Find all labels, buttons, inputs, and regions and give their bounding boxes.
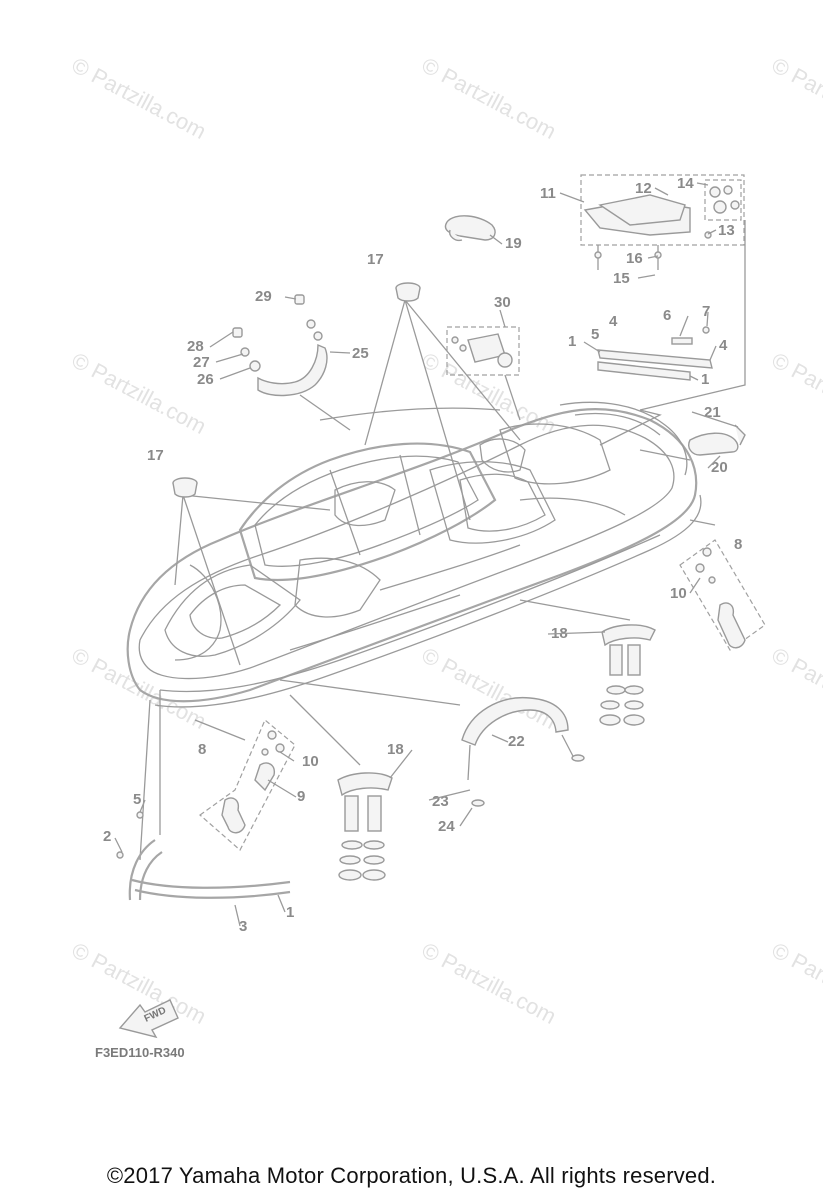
tow-handle: [461, 696, 585, 807]
bracket-assembly: [580, 174, 745, 270]
callout-1-rail: 1: [568, 333, 576, 350]
callout-12: 12: [635, 180, 652, 197]
callout-28: 28: [187, 338, 204, 355]
cleat-left: [337, 772, 393, 881]
callout-22: 22: [508, 733, 525, 750]
boat-hull: [126, 401, 702, 708]
switch-bracket: [446, 326, 520, 376]
callout-2: 2: [103, 828, 111, 845]
watermark: © Partzilla.com: [768, 642, 823, 734]
callout-9: 9: [297, 788, 305, 805]
leader-lines: [139, 220, 746, 861]
callout-20: 20: [711, 459, 728, 476]
callout-29: 29: [255, 288, 272, 305]
callout-25: 25: [352, 345, 369, 362]
fastener-group-left: [199, 719, 296, 851]
callout-30: 30: [494, 294, 511, 311]
callout-ticks: [114, 182, 739, 927]
callout-10-right: 10: [670, 585, 687, 602]
callout-14: 14: [677, 175, 694, 192]
callout-27: 27: [193, 354, 210, 371]
watermark: © Partzilla.com: [68, 347, 211, 439]
rail-parts: [597, 326, 713, 381]
callout-1-lower: 1: [286, 904, 294, 921]
callout-26: 26: [197, 371, 214, 388]
mirror-part: [444, 215, 496, 242]
callout-5-lower: 5: [133, 791, 141, 808]
callout-18-left: 18: [387, 741, 404, 758]
watermark: © Partzilla.com: [418, 937, 561, 1029]
copyright-notice: ©2017 Yamaha Motor Corporation, U.S.A. A…: [106, 1163, 717, 1188]
callout-7: 7: [702, 303, 710, 320]
watermark: © Partzilla.com: [768, 937, 823, 1029]
callout-17-upper: 17: [367, 251, 384, 268]
callout-11: 11: [540, 185, 556, 202]
fwd-arrow-icon: FWD: [118, 999, 179, 1039]
callout-13: 13: [718, 222, 735, 239]
drain-hose: [688, 424, 746, 456]
cleat-right: [599, 624, 656, 726]
watermark-layer: © Partzilla.com © Partzilla.com © Partzi…: [68, 52, 823, 1029]
rub-rail: [116, 811, 291, 901]
callout-24: 24: [438, 818, 455, 835]
callout-layer: 11 12 14 13 16 15 19 17 29 28 27 26 25 3…: [103, 175, 742, 935]
watermark: © Partzilla.com: [68, 52, 211, 144]
callout-16: 16: [626, 250, 643, 267]
callout-19: 19: [505, 235, 522, 252]
watermark: © Partzilla.com: [768, 52, 823, 144]
cup-holder-upper: [395, 282, 421, 302]
callout-4-rail-right: 4: [719, 337, 728, 354]
callout-6: 6: [663, 307, 671, 324]
diagram-code: F3ED110-R340: [95, 1045, 185, 1060]
watermark: © Partzilla.com: [418, 52, 561, 144]
fastener-group-right: [679, 539, 766, 651]
callout-10-left: 10: [302, 753, 319, 770]
callout-8-left: 8: [198, 741, 206, 758]
cup-holder-lower: [172, 477, 198, 498]
callout-4-rail-left: 4: [609, 313, 618, 330]
watermark: © Partzilla.com: [768, 347, 823, 439]
callout-15: 15: [613, 270, 630, 287]
callout-23: 23: [432, 793, 449, 810]
callout-17-lower: 17: [147, 447, 164, 464]
callout-5-rail: 5: [591, 326, 599, 343]
callout-3: 3: [239, 918, 247, 935]
callout-8-right: 8: [734, 536, 742, 553]
watermark: © Partzilla.com: [418, 347, 561, 439]
callout-1-rail-lower: 1: [701, 371, 709, 388]
grab-handle: [232, 294, 328, 397]
